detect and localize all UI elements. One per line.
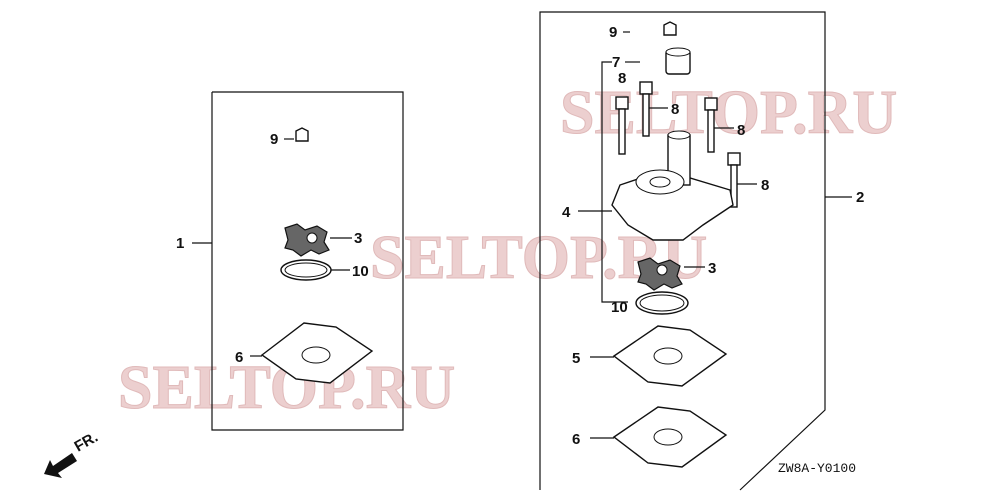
label-o-ring: 10 bbox=[611, 299, 628, 316]
bolt-part bbox=[615, 96, 629, 155]
front-arrow-icon bbox=[44, 453, 77, 478]
label-gasket: 6 bbox=[572, 431, 580, 448]
label-bolt: 8 bbox=[671, 101, 679, 118]
label-gasket: 6 bbox=[235, 349, 243, 366]
label-plate: 5 bbox=[572, 350, 580, 367]
label-seal: 7 bbox=[612, 54, 620, 71]
bolt-part bbox=[639, 81, 653, 137]
housing-part bbox=[611, 130, 734, 241]
assembly-2-outline bbox=[539, 11, 826, 491]
assembly-1-outline bbox=[211, 91, 404, 431]
label-housing: 4 bbox=[562, 204, 571, 221]
label-bolt: 8 bbox=[618, 70, 626, 87]
label-impeller: 3 bbox=[354, 230, 362, 247]
label-clip: 9 bbox=[270, 131, 278, 148]
clip-part bbox=[663, 21, 677, 36]
label-impeller: 3 bbox=[708, 260, 716, 277]
front-indicator: FR. bbox=[72, 429, 101, 456]
bolt-part bbox=[704, 97, 718, 153]
label-bolt: 8 bbox=[761, 177, 769, 194]
clip-part bbox=[295, 127, 309, 142]
label-bolt: 8 bbox=[737, 122, 745, 139]
diagram-code: ZW8A-Y0100 bbox=[778, 461, 856, 476]
o-ring-part bbox=[635, 291, 689, 315]
label-clip: 9 bbox=[609, 24, 617, 41]
label-o-ring: 10 bbox=[352, 263, 369, 280]
label-assembly-2: 2 bbox=[856, 189, 864, 206]
bolt-part bbox=[727, 152, 741, 208]
label-assembly-1: 1 bbox=[176, 235, 184, 252]
watermark: SELTOP.RU bbox=[560, 79, 897, 147]
